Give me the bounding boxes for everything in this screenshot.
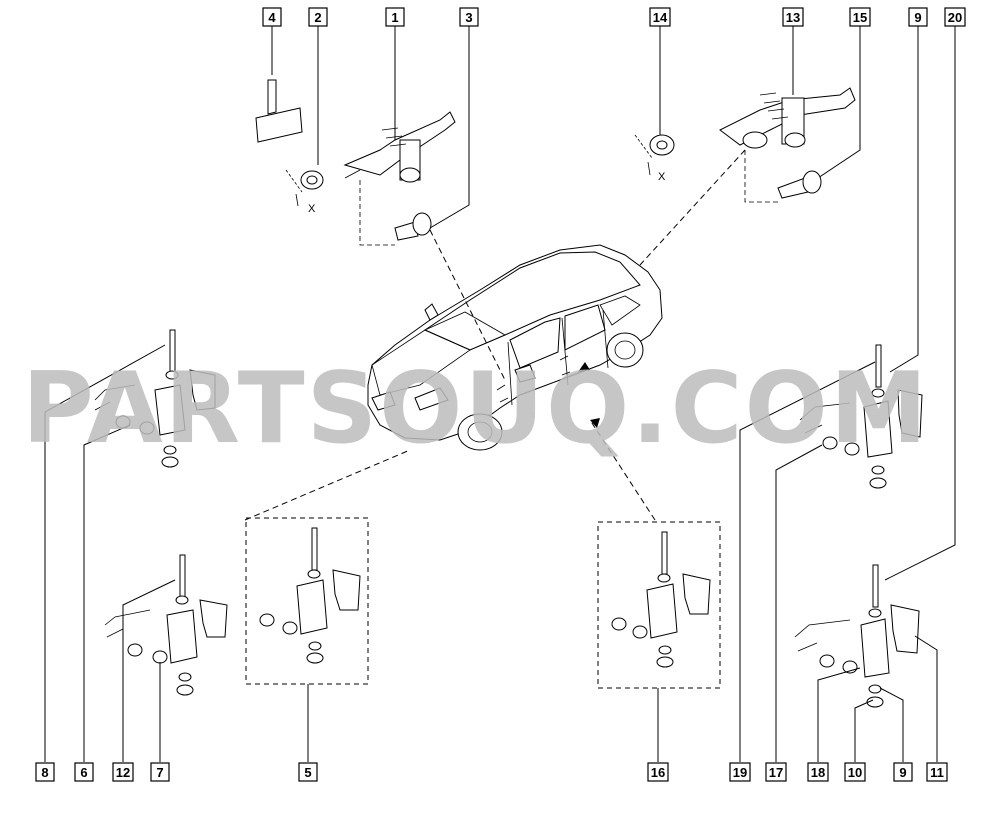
callout-13[interactable]: 13 <box>782 7 804 27</box>
callout-3[interactable]: 3 <box>459 7 479 27</box>
svg-text:3: 3 <box>465 10 472 25</box>
hinge-group-16[interactable] <box>597 521 721 689</box>
callout-9-bottom[interactable]: 9 <box>893 762 913 782</box>
hinge-rear-upper[interactable] <box>799 344 923 489</box>
svg-text:9: 9 <box>914 10 921 25</box>
callout-19[interactable]: 19 <box>729 762 751 782</box>
svg-text:9: 9 <box>899 765 906 780</box>
callout-6[interactable]: 6 <box>74 762 94 782</box>
svg-text:15: 15 <box>853 10 867 25</box>
check-strap-rear[interactable]: X <box>634 87 856 203</box>
svg-text:6: 6 <box>80 765 87 780</box>
hinge-group-5[interactable] <box>245 517 369 685</box>
callout-20[interactable]: 20 <box>944 7 966 27</box>
svg-text:8: 8 <box>41 765 48 780</box>
svg-text:7: 7 <box>156 765 163 780</box>
hinge-rear-lower[interactable] <box>794 564 920 708</box>
callout-2[interactable]: 2 <box>308 7 328 27</box>
svg-text:16: 16 <box>651 765 665 780</box>
callout-11[interactable]: 11 <box>926 762 948 782</box>
axis-x-left: X <box>308 203 316 215</box>
svg-text:10: 10 <box>848 765 862 780</box>
hinge-front-upper[interactable] <box>94 329 216 468</box>
callout-18[interactable]: 18 <box>807 762 829 782</box>
vehicle-body <box>367 244 663 451</box>
callout-4[interactable]: 4 <box>262 7 282 27</box>
callout-9-top[interactable]: 9 <box>908 7 928 27</box>
svg-text:2: 2 <box>314 10 321 25</box>
svg-text:20: 20 <box>948 10 962 25</box>
svg-text:1: 1 <box>391 10 398 25</box>
svg-text:5: 5 <box>304 765 311 780</box>
svg-text:13: 13 <box>786 10 800 25</box>
axis-x-right: X <box>658 171 666 183</box>
check-strap-front[interactable]: X <box>255 79 456 246</box>
callout-15[interactable]: 15 <box>849 7 871 27</box>
svg-text:4: 4 <box>268 10 276 25</box>
watermark-text: PARTSOUQ.COM <box>22 352 929 466</box>
callout-14[interactable]: 14 <box>649 7 671 27</box>
callout-17[interactable]: 17 <box>765 762 787 782</box>
callout-1[interactable]: 1 <box>385 7 405 27</box>
svg-text:12: 12 <box>116 765 130 780</box>
callout-5[interactable]: 5 <box>298 762 318 782</box>
callout-16[interactable]: 16 <box>647 762 669 782</box>
svg-text:19: 19 <box>733 765 747 780</box>
svg-text:17: 17 <box>769 765 783 780</box>
callout-12[interactable]: 12 <box>112 762 134 782</box>
callout-10[interactable]: 10 <box>844 762 866 782</box>
svg-text:14: 14 <box>653 10 668 25</box>
svg-text:11: 11 <box>930 765 944 780</box>
callout-7[interactable]: 7 <box>150 762 170 782</box>
callout-8[interactable]: 8 <box>35 762 55 782</box>
svg-text:18: 18 <box>811 765 825 780</box>
